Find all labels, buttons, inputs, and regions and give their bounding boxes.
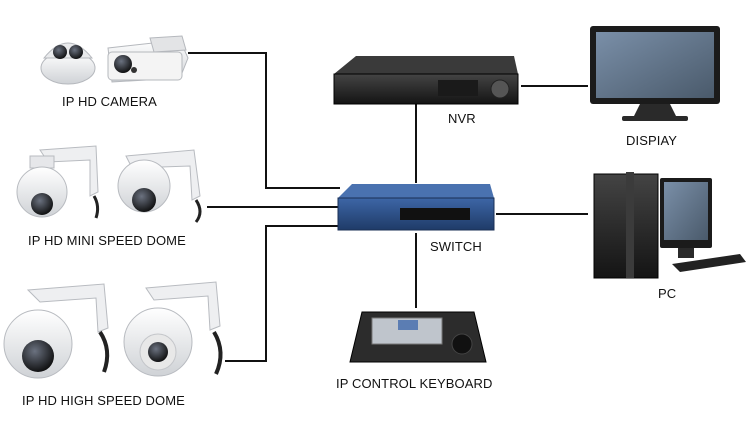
pc-tower-icon xyxy=(593,172,746,279)
label-pc: PC xyxy=(658,286,677,301)
mini-speed-dome-icon xyxy=(16,145,202,223)
label-display: DISPIAY xyxy=(626,133,678,148)
bullet-camera-icon xyxy=(107,35,189,83)
label-ip-hd-camera: IP HD CAMERA xyxy=(62,94,157,109)
keyboard-controller-icon xyxy=(349,311,487,363)
connection-lines xyxy=(188,52,588,362)
label-ip-control-keyboard: IP CONTROL KEYBOARD xyxy=(336,376,493,391)
dome-camera-icon xyxy=(40,42,96,85)
monitor-icon xyxy=(590,26,720,121)
network-switch-icon xyxy=(337,184,495,231)
link-highdome-switch xyxy=(225,225,340,362)
label-switch: SWITCH xyxy=(430,239,482,254)
label-nvr: NVR xyxy=(448,111,476,126)
label-ip-hd-high-speed-dome: IP HD HIGH SPEED DOME xyxy=(22,393,185,408)
link-camera-switch xyxy=(188,52,340,189)
high-speed-dome-icon xyxy=(3,281,223,379)
label-ip-hd-mini-speed-dome: IP HD MINI SPEED DOME xyxy=(28,233,186,248)
nvr-icon xyxy=(333,56,519,105)
